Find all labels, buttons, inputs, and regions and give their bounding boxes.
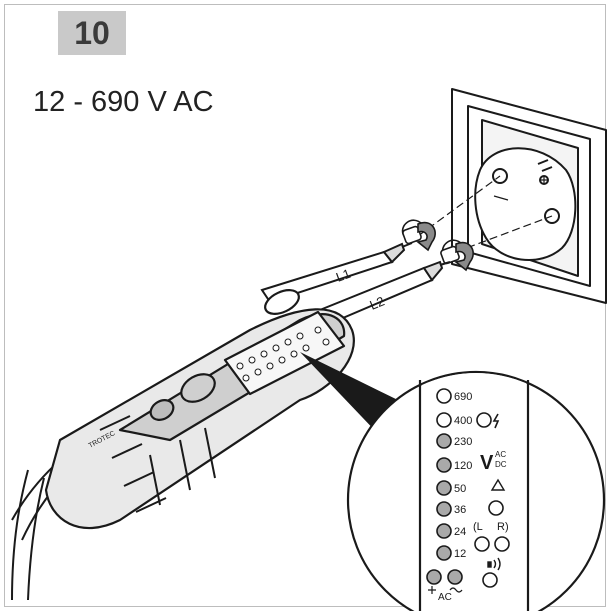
lightning-icon: [492, 413, 500, 429]
led-label-36: 36: [454, 504, 466, 516]
vibration-icon: [487, 557, 501, 571]
led-label-690: 690: [454, 391, 472, 403]
danger-led: [476, 412, 492, 428]
warning-led: [488, 500, 504, 516]
right-phase-label: R): [497, 521, 509, 533]
probe-l2-label: L2: [368, 293, 387, 312]
right-phase-led: [494, 536, 510, 552]
led-panel-zoom: [346, 370, 606, 611]
voltage-range-label: 12 - 690 V AC: [33, 86, 214, 118]
figure-frame: [4, 4, 606, 607]
probe-l1-label: L1: [334, 266, 353, 285]
zoom-pointer: [300, 352, 402, 438]
led-label-400: 400: [454, 415, 472, 427]
left-phase-label: (L: [473, 521, 483, 533]
socket-icon: [451, 88, 607, 304]
warning-triangle-icon: [490, 478, 506, 491]
led-label-12: 12: [454, 548, 466, 560]
dc-label: DC: [495, 460, 507, 469]
led-label-50: 50: [454, 483, 466, 495]
rotation-arrow-icon: [401, 219, 474, 272]
led-label-230: 230: [454, 436, 472, 448]
plus-ac-symbol-icon: [428, 586, 463, 594]
ac-label: AC: [495, 450, 506, 459]
led-label-24: 24: [454, 526, 466, 538]
bottom-ac-label: AC: [438, 592, 452, 603]
step-number-badge: 10: [58, 11, 126, 55]
left-phase-led: [474, 536, 490, 552]
led-label-120: 120: [454, 460, 472, 472]
voltage-unit: V: [480, 452, 494, 474]
vibration-led: [482, 572, 498, 588]
